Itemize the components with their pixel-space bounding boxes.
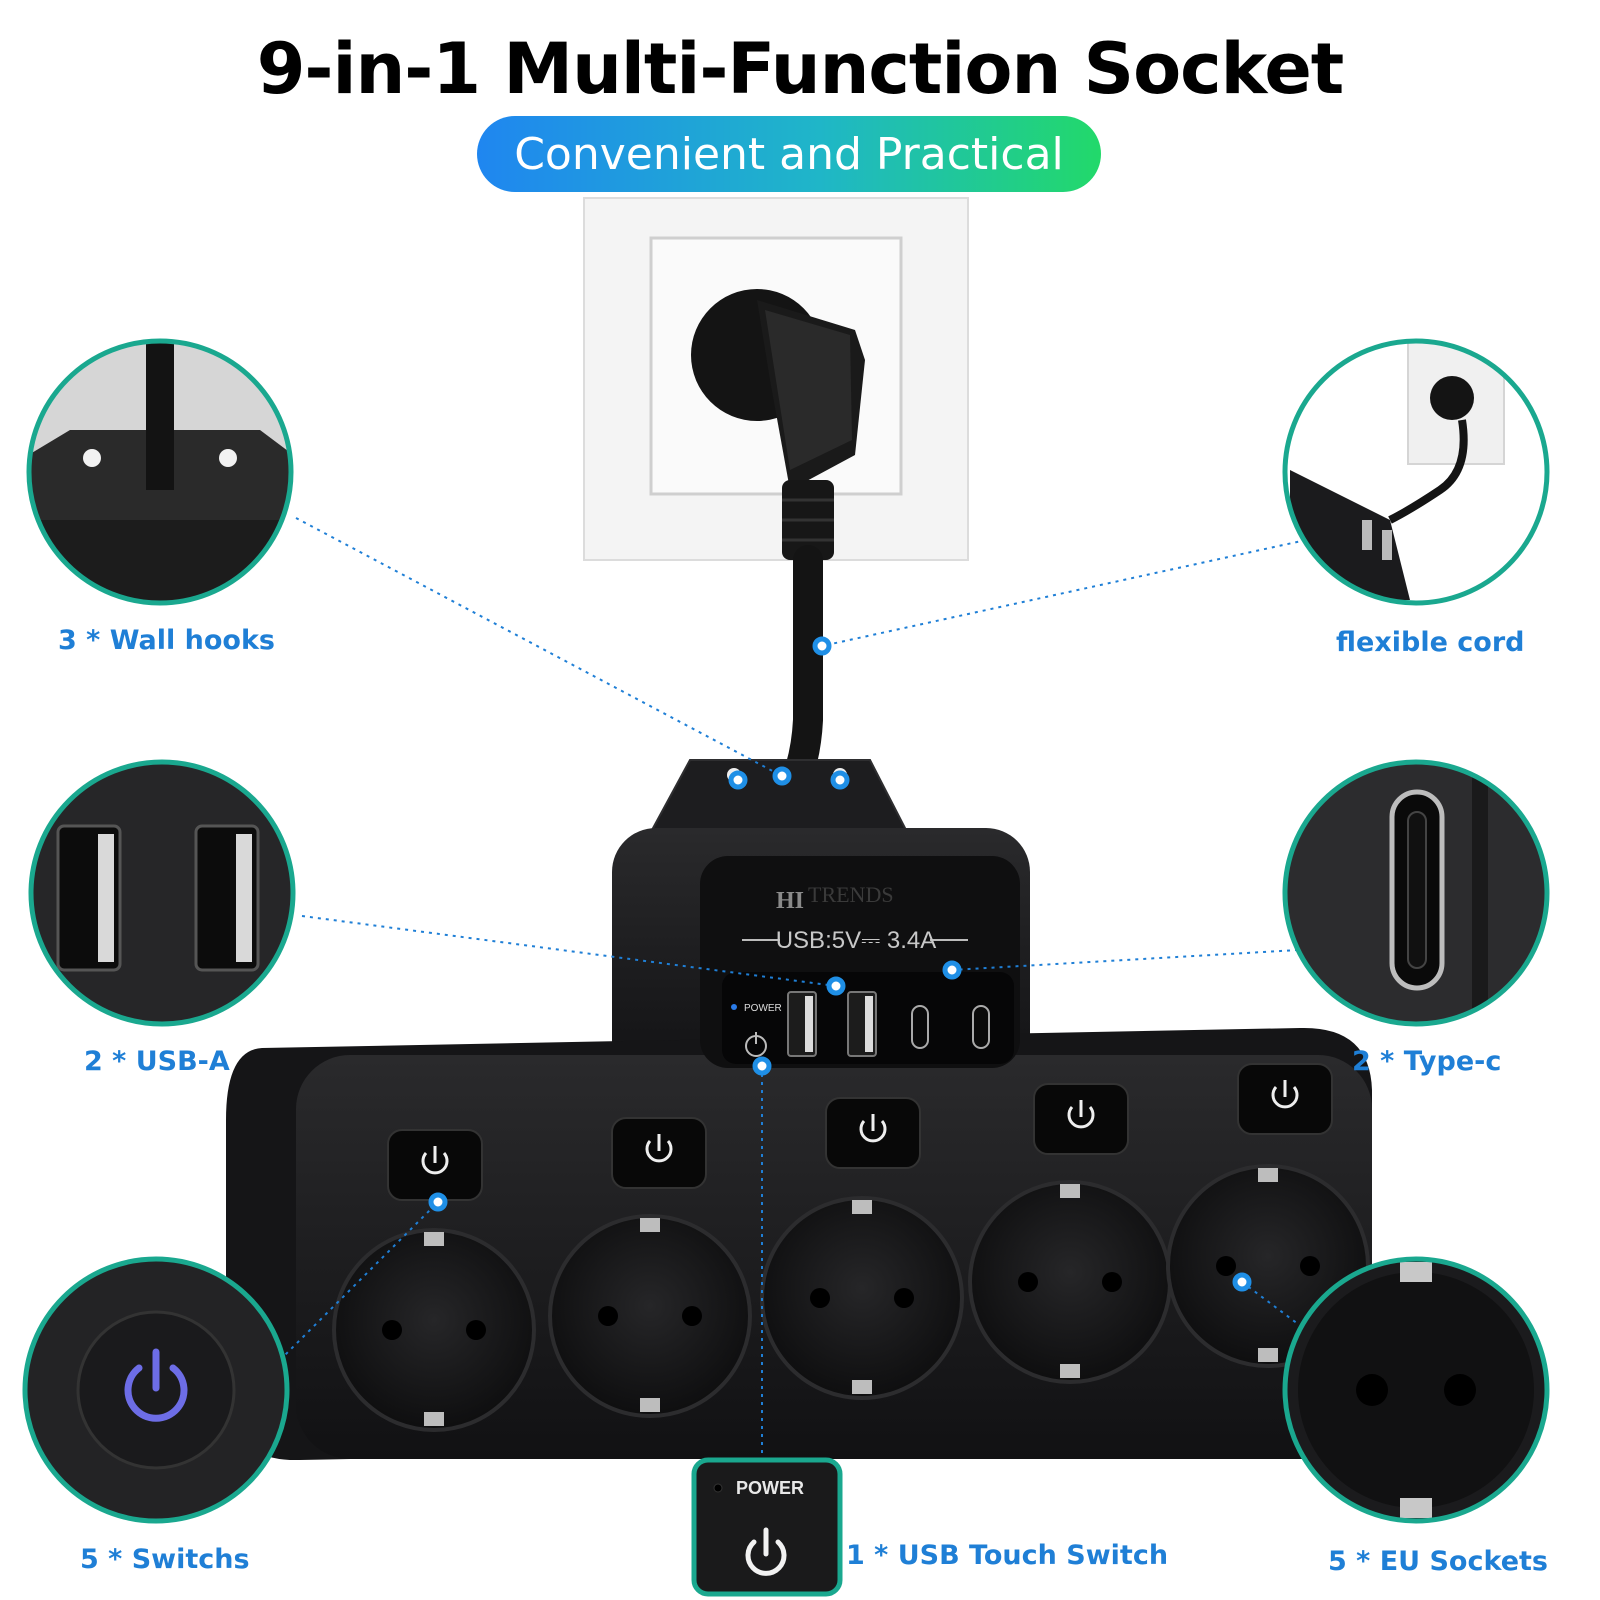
usb-rating-label: USB:5V⎓ 3.4A xyxy=(776,927,937,954)
power-icon xyxy=(745,1527,787,1576)
power-icon xyxy=(421,1146,449,1175)
callout-usb-a: 2 * USB-A xyxy=(84,1046,230,1077)
zoom-usb-a xyxy=(28,759,296,1027)
callout-wall-hooks: 3 * Wall hooks xyxy=(58,625,276,656)
switch-button-3[interactable] xyxy=(825,1097,921,1169)
brand-suffix: TRENDS xyxy=(808,882,894,907)
zoom-switch xyxy=(22,1256,290,1524)
power-icon xyxy=(1271,1080,1299,1109)
eu-socket-1[interactable] xyxy=(332,1228,536,1432)
switch-button-2[interactable] xyxy=(611,1117,707,1189)
power-icon xyxy=(645,1134,673,1163)
zoom-eu-socket xyxy=(1282,1256,1550,1524)
wall-outlet xyxy=(583,197,969,561)
power-icon xyxy=(859,1114,887,1143)
callout-switches: 5 * Switchs xyxy=(80,1544,250,1575)
zoom-wall-hooks xyxy=(26,338,294,606)
callout-markers xyxy=(428,636,1252,1292)
power-icon xyxy=(124,1348,188,1422)
eu-socket-4[interactable] xyxy=(968,1180,1172,1384)
switch-button-1[interactable] xyxy=(387,1129,483,1201)
power-indicator-label: POWER xyxy=(744,1003,782,1014)
callout-leaders xyxy=(279,517,1307,1480)
eu-socket-3[interactable] xyxy=(760,1196,964,1400)
usb-a-port-1[interactable] xyxy=(787,991,817,1057)
callout-flexible-cord: flexible cord xyxy=(1336,627,1525,658)
usb-touch-switch[interactable] xyxy=(745,1032,767,1057)
eu-socket-2[interactable] xyxy=(548,1214,752,1418)
callout-eu-sockets: 5 * EU Sockets xyxy=(1328,1546,1548,1577)
subtitle-text: Convenient and Practical xyxy=(514,128,1064,180)
usb-touch-switch-detail: POWER xyxy=(691,1457,843,1597)
brand-prefix: HI xyxy=(776,888,804,914)
switch-button-4[interactable] xyxy=(1033,1083,1129,1155)
usb-port-panel: POWER USB:5V⎓ 3.4A HI TRENDS xyxy=(731,882,990,1057)
zoom-flexible-cord xyxy=(1282,338,1550,606)
type-c-port-1[interactable] xyxy=(911,1005,929,1049)
subtitle-badge: Convenient and Practical xyxy=(477,116,1101,192)
type-c-port-2[interactable] xyxy=(972,1005,990,1049)
callout-type-c: 2 * Type-c xyxy=(1352,1046,1502,1077)
switch-button-5[interactable] xyxy=(1237,1063,1333,1135)
page-title: 9-in-1 Multi-Function Socket xyxy=(256,28,1345,110)
usb-a-port-2[interactable] xyxy=(847,991,877,1057)
zoom-type-c xyxy=(1282,759,1550,1027)
callout-usb-touch-switch: 1 * USB Touch Switch xyxy=(846,1540,1169,1571)
power-switch-label: POWER xyxy=(736,1478,804,1498)
power-icon xyxy=(1067,1100,1095,1129)
